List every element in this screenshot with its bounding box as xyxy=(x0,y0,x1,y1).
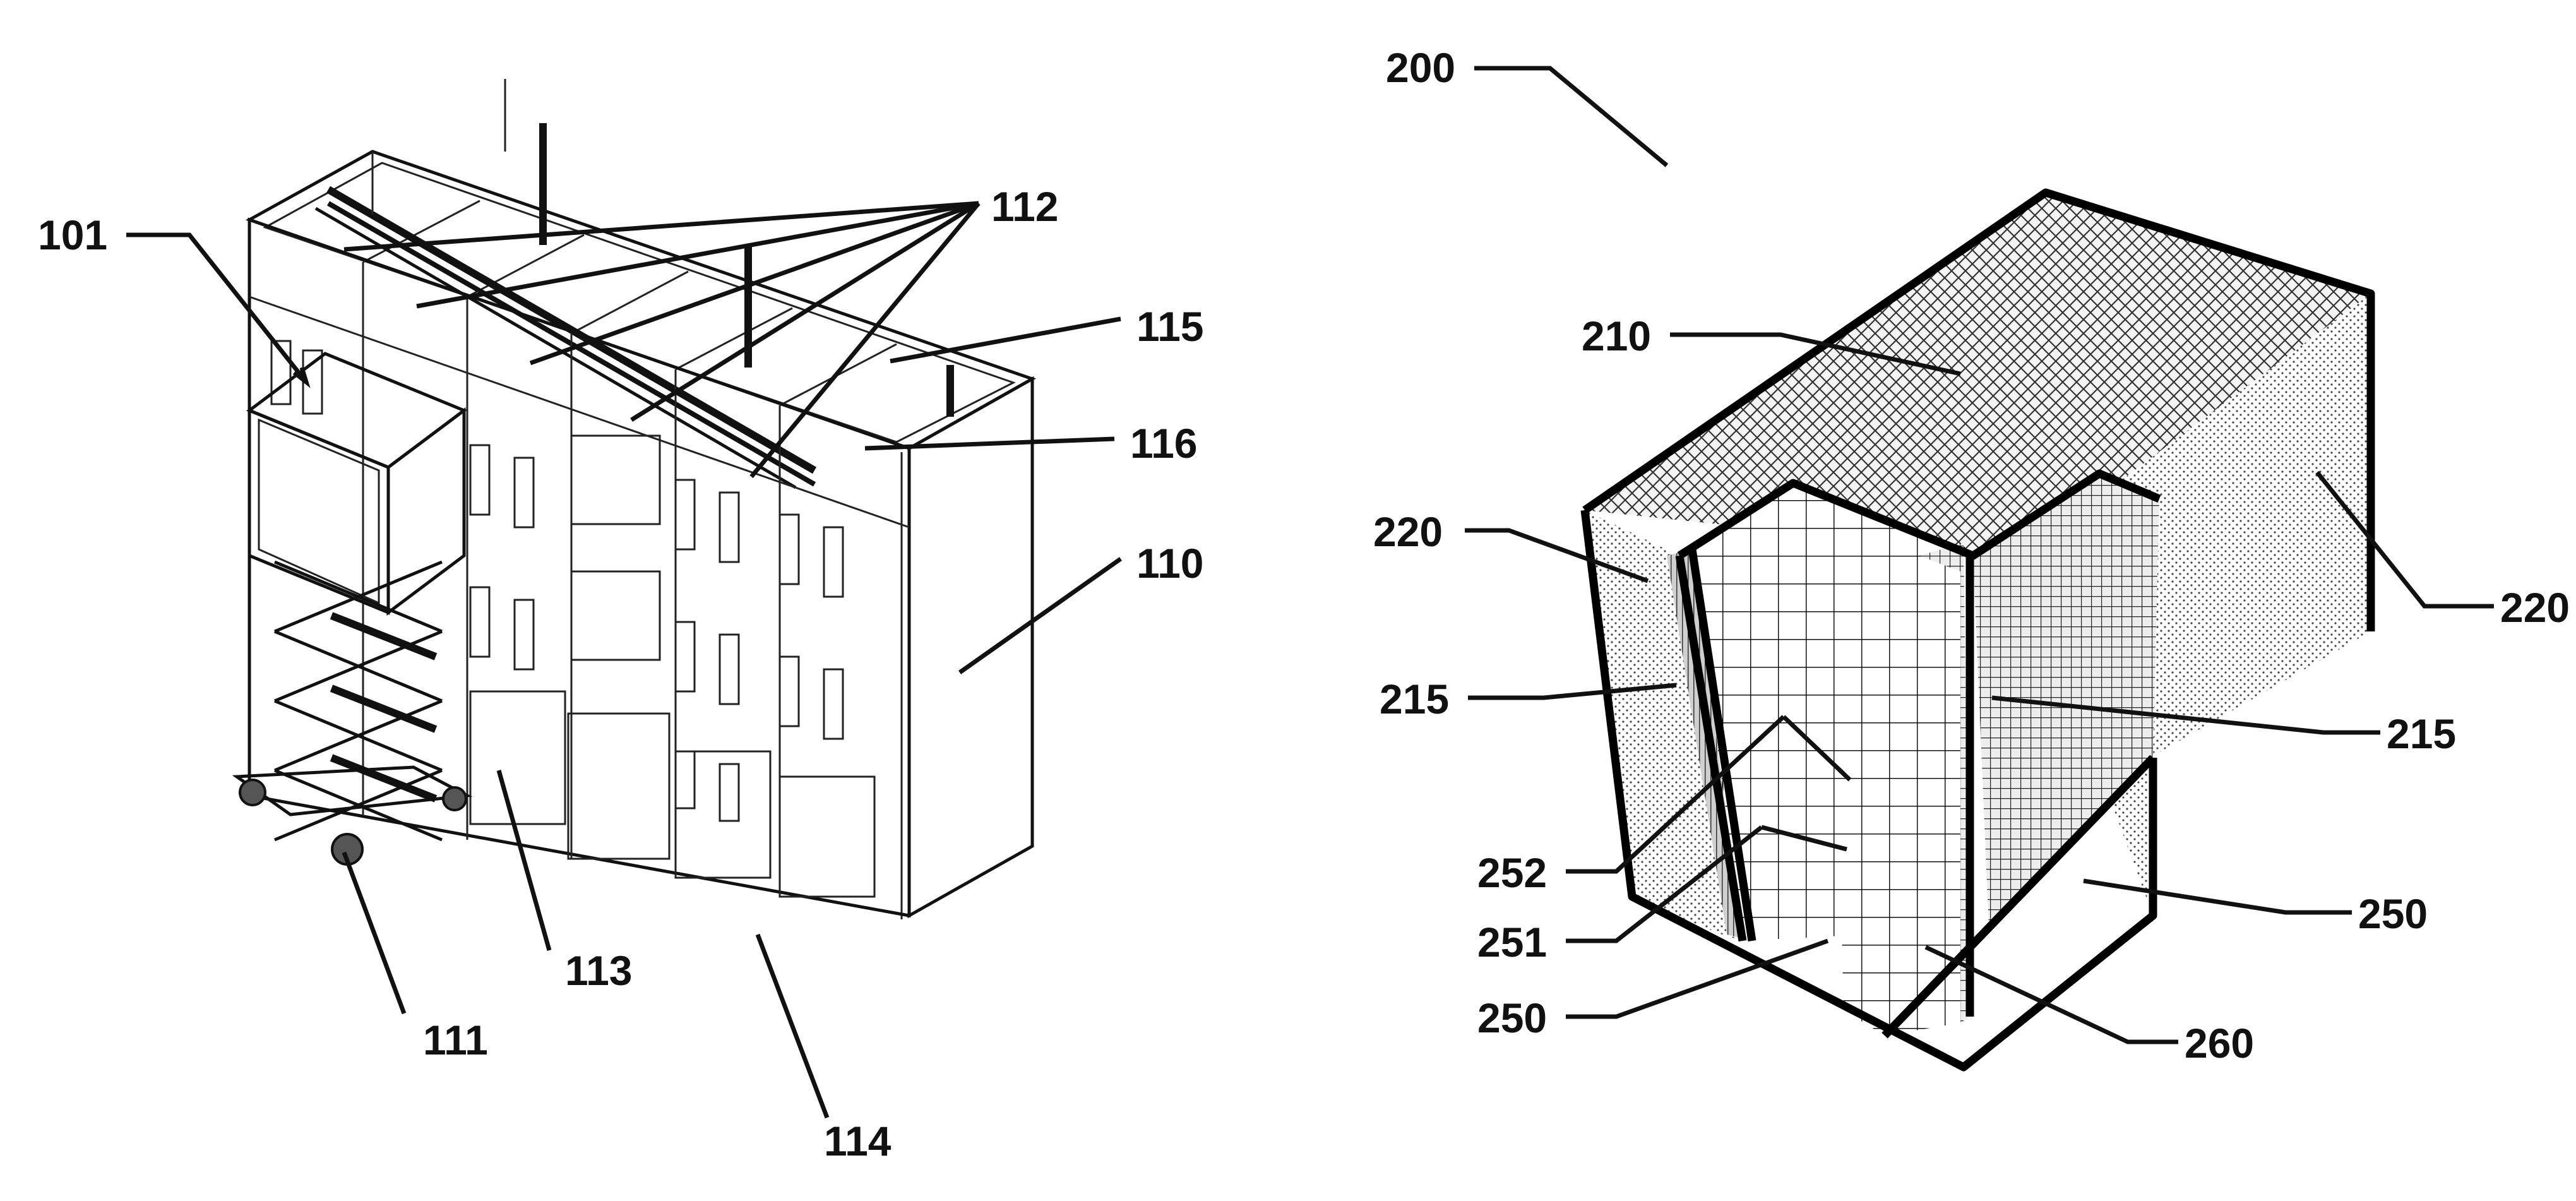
label-220-left: 220 xyxy=(1373,508,1443,555)
label-252: 252 xyxy=(1477,849,1547,896)
front-doors xyxy=(470,691,874,897)
module-drawing: 200 210 220 220 215 215 252 251 250 250 … xyxy=(1373,44,2570,1067)
box-101 xyxy=(249,354,464,612)
roof-inner xyxy=(265,163,1013,442)
label-200: 200 xyxy=(1386,44,1455,91)
label-250-right: 250 xyxy=(2358,890,2428,937)
front-wall xyxy=(249,220,909,916)
side-wall-110 xyxy=(909,379,1032,916)
label-210: 210 xyxy=(1582,313,1651,359)
label-250-left: 250 xyxy=(1477,995,1547,1041)
front-windows xyxy=(271,341,843,821)
label-115: 115 xyxy=(1136,303,1203,350)
label-260: 260 xyxy=(2185,1020,2254,1067)
partition-260 xyxy=(1834,556,1960,1036)
label-251: 251 xyxy=(1477,919,1547,965)
label-220-right: 220 xyxy=(2500,584,2570,631)
label-110: 110 xyxy=(1136,540,1203,587)
door-113 xyxy=(470,691,565,824)
label-116: 116 xyxy=(1130,420,1197,467)
building-drawing: 101 112 115 116 110 113 111 114 xyxy=(38,79,1203,1164)
scissor-lift-111 xyxy=(237,562,467,864)
roof xyxy=(249,152,1032,448)
label-101: 101 xyxy=(38,212,107,258)
label-111: 111 xyxy=(423,1017,488,1063)
label-112: 112 xyxy=(991,183,1058,230)
label-215-right: 215 xyxy=(2387,710,2456,757)
label-113: 113 xyxy=(565,947,632,994)
label-114: 114 xyxy=(824,1118,891,1164)
roof-posts xyxy=(373,79,950,417)
label-215-left: 215 xyxy=(1380,676,1449,722)
